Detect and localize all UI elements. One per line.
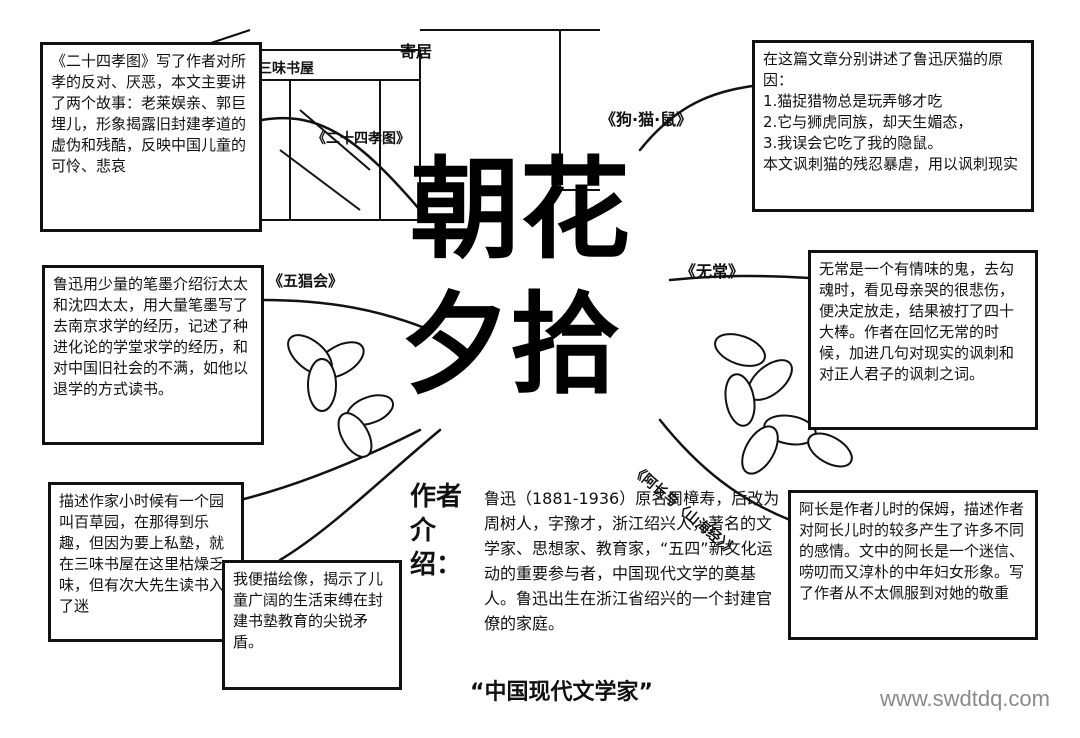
box-ershisi: 《二十四孝图》写了作者对所孝的反对、厌恶，本文主要讲了两个故事：老莱娱亲、郭巨埋… (40, 42, 262, 232)
connector-line (260, 298, 432, 332)
goumaoshu-intro: 在这篇文章分别讲述了鲁迅厌猫的原因： (763, 50, 1004, 89)
label-yuyu: 寄居 (400, 42, 433, 61)
connector-line (278, 428, 442, 562)
flower-right (714, 333, 853, 475)
box-wuchang: 无常是一个有情味的鬼，去勾魂时，看见母亲哭的很悲伤，便决定放走，结果被打了四十大… (808, 250, 1038, 430)
author-text: 鲁迅（1881-1936）原名周樟寿，后改为周树人，字豫才，浙江绍兴人，著名的文… (484, 489, 780, 633)
connector-line (658, 418, 792, 522)
box-baicao: 描述作家小时候有一个园叫百草园，在那得到乐趣，但因为要上私塾，就在三味书屋在这里… (48, 482, 244, 642)
author-tag: 作者介绍： (410, 482, 463, 580)
goumaoshu-item: 2.它与狮虎同族，却天生媚态， (763, 113, 973, 131)
label-wuchang: 《无常》 (680, 262, 745, 281)
title-line-1: 朝花 (410, 145, 630, 274)
box-achang: 阿长是作者儿时的保姆，描述作者对阿长儿时的较多产生了许多不同的感情。文中的阿长是… (788, 490, 1038, 640)
label-ershisi: 《二十四孝图》 (312, 131, 410, 147)
label-sanwei: 三味书屋 (258, 61, 314, 77)
goumaoshu-item: 3.我误会它吃了我的隐鼠。 (763, 134, 943, 152)
goumaoshu-note: 本文讽刺猫的残忍暴虐，用以讽刺现实 (763, 155, 1019, 173)
connector-line (668, 274, 812, 282)
box-tengye: 我便描绘像，揭示了儿童广阔的生活束缚在封建书塾教育的尖锐矛盾。 (222, 560, 402, 690)
label-wuchang-jixi: 《五猖会》 (268, 272, 344, 290)
connector-line (238, 428, 422, 502)
connector-line (260, 116, 422, 212)
label-goumaoshu: 《狗·猫·鼠》 (600, 110, 693, 129)
building-sketch (159, 29, 600, 221)
box-goumaoshu: 在这篇文章分别讲述了鲁迅厌猫的原因： 1.猫捉猎物总是玩弄够才吃 2.它与狮虎同… (752, 40, 1034, 212)
watermark: www.swdtdq.com (880, 686, 1050, 711)
box-fanainong: 鲁迅用少量的笔墨介绍衍太太和沈四太太，用大量笔墨写了去南京求学的经历，记述了种进… (42, 265, 264, 445)
title-line-2: 夕拾 (400, 280, 620, 409)
flower-left (287, 334, 394, 458)
goumaoshu-item: 1.猫捉猎物总是玩弄够才吃 (763, 92, 943, 110)
connector-line (638, 83, 762, 152)
author-quote: “中国现代文学家” (470, 680, 653, 705)
